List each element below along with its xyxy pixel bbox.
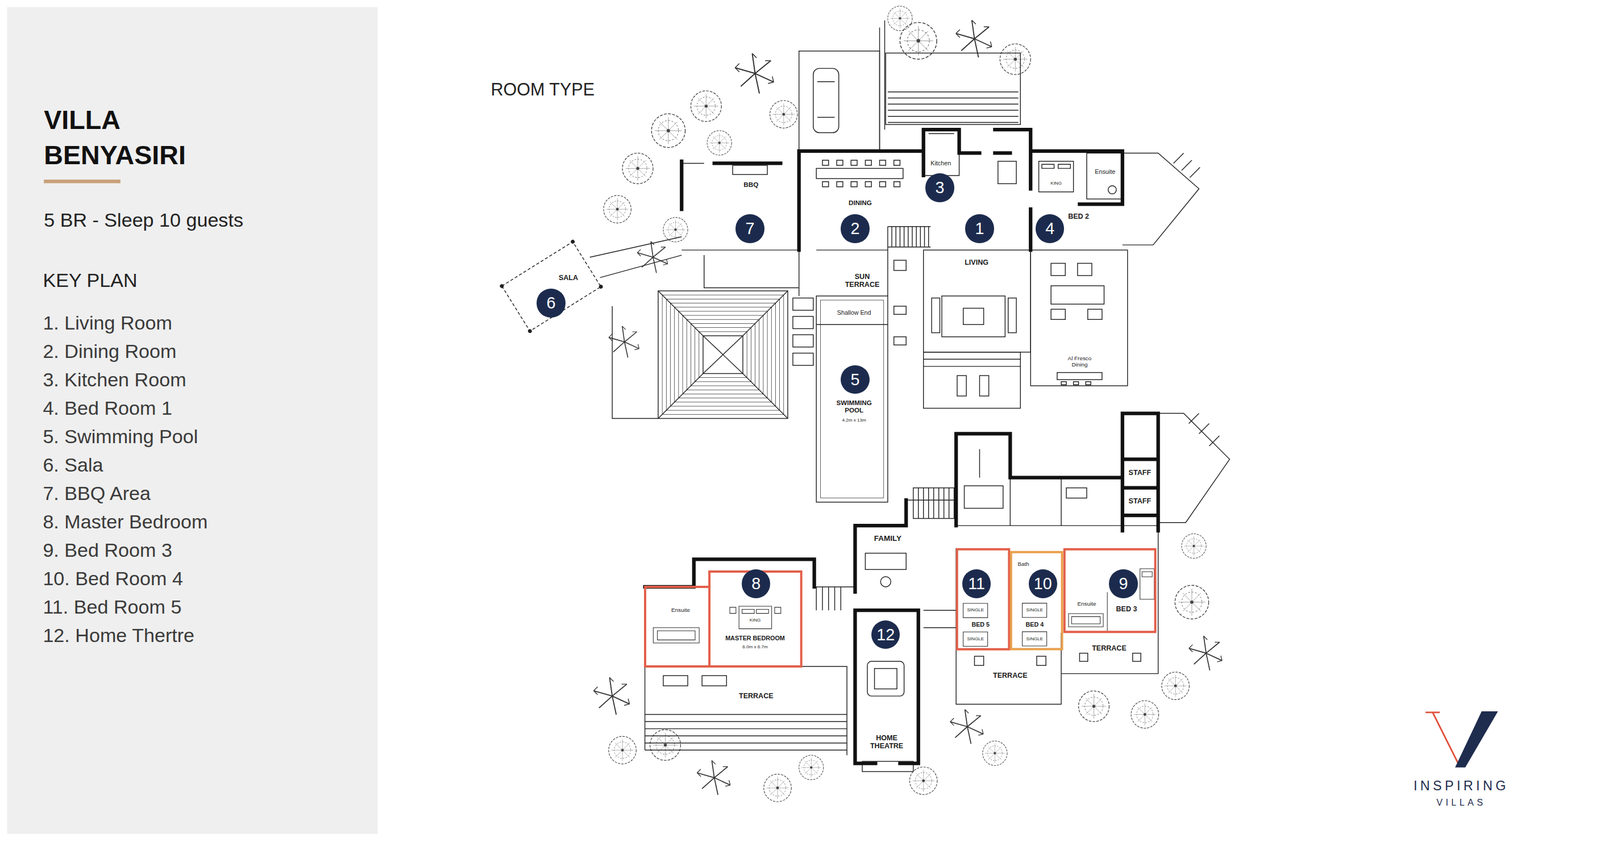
callout-number: 10 [1028,569,1058,598]
room-label: Al Fresco Dining [1061,355,1099,369]
room-label: Ensuite [670,607,692,614]
furniture [1022,603,1047,647]
callout-number: 7 [735,214,764,243]
brand-name: INSPIRING [1413,778,1510,795]
room-label: FAMILY [873,534,903,544]
key-item: 11. Bed Room 5 [42,596,182,619]
key-heading: KEY PLAN [42,269,137,292]
callout-text: 1 [974,220,984,238]
callout-number: 11 [962,569,991,598]
callout-number: 9 [1108,569,1138,598]
callout-text: 10 [1033,575,1053,593]
room-label: BED 3 [1115,605,1138,614]
key-item: 1. Living Room [42,312,173,335]
room-outline-shape [956,548,1011,651]
callout-text: 6 [546,294,556,312]
room-label: DINING [848,199,874,207]
callout-text: 3 [934,179,945,197]
callout-number: 8 [741,569,771,598]
callout-number: 1 [965,214,994,243]
room-label: KING [748,618,762,624]
room-label: BED 2 [1067,212,1091,221]
room-label: 6.0m x 6.7m [741,644,769,650]
room-label: KING [1049,181,1063,187]
room-label: BED 4 [1024,621,1045,629]
room-label: Ensuite [1076,601,1097,608]
callout-text: 4 [1045,220,1055,238]
room-label: TERRACE [992,671,1029,680]
callout-text: 7 [745,220,755,238]
room-label: BBQ [742,180,760,189]
callout-text: 9 [1119,575,1129,593]
room-label: SALA [557,273,579,282]
brand-name: VILLAS [1436,797,1486,809]
callout-number: 2 [840,214,870,243]
key-item: 9. Bed Room 3 [42,539,173,562]
key-item: 4. Bed Room 1 [42,397,173,421]
room-label: STAFF [1127,497,1152,506]
key-item: 12. Home Thertre [42,624,195,647]
room-label: SINGLE [1025,636,1044,642]
key-item: 2. Dining Room [42,341,177,364]
room-label: Shallow End [836,308,872,316]
room-label: BED 5 [970,621,991,629]
room-label: Ensuite [1094,168,1117,176]
callout-number: 12 [871,620,900,650]
room-label: LIVING [963,258,990,267]
room-label: SWIMMING POOL [830,399,879,415]
room-highlight [957,549,1010,650]
room-label: TERRACE [738,692,775,701]
key-item: 7. BBQ Area [42,482,151,505]
callout-text: 12 [876,626,895,644]
room-outline: EnsuiteKING MASTER BEDROOM 6.0m x 6.7m 8 [645,571,802,668]
room-label: 4.2m x 13m [841,417,867,423]
title: VILLA BENYASIRI [43,102,233,173]
callout-text: 5 [850,371,860,389]
room-highlight [1011,552,1063,650]
callout-text: 11 [967,575,986,593]
room-outline-shape [645,571,802,668]
subtitle: 5 BR - Sleep 10 guests [43,209,244,232]
key-item: 10. Bed Room 4 [42,567,184,590]
room-highlight [1064,549,1155,633]
room-outline-shape [1063,548,1157,634]
room-outline: BathSINGLE BED 4 SINGLE 10 [1010,551,1063,651]
callout-number: 4 [1035,214,1065,243]
room-outline: EnsuiteBED 3 9 [1063,548,1157,634]
room-outline: SINGLE BED 5 SINGLE 11 [956,548,1011,651]
key-item: 6. Sala [42,454,103,477]
callout-text: 8 [751,575,761,593]
callout-text: 2 [850,220,860,238]
room-label: SINGLE [966,608,985,614]
callout-number: 5 [840,365,870,394]
callout-number: 3 [925,173,954,202]
room-label: SINGLE [1025,608,1044,614]
room-label: Bath [1016,561,1030,568]
room-highlight [645,571,802,667]
room-label: MASTER BEDROOM [724,634,787,642]
furniture [1068,568,1155,633]
key-item: 5. Swimming Pool [42,426,198,449]
room-label: SINGLE [966,636,985,642]
key-item: 3. Kitchen Room [42,369,186,392]
callout-number: 6 [536,288,565,318]
plan-heading: ROOM TYPE [491,80,595,101]
room-label: HOME THEATRE [862,734,911,751]
room-label: Kitchen [929,159,953,167]
room-label: SUN TERRACE [838,272,887,290]
key-item: 8. Master Bedroom [42,510,208,534]
room-label: TERRACE [1091,643,1128,652]
room-label: STAFF [1127,468,1152,477]
